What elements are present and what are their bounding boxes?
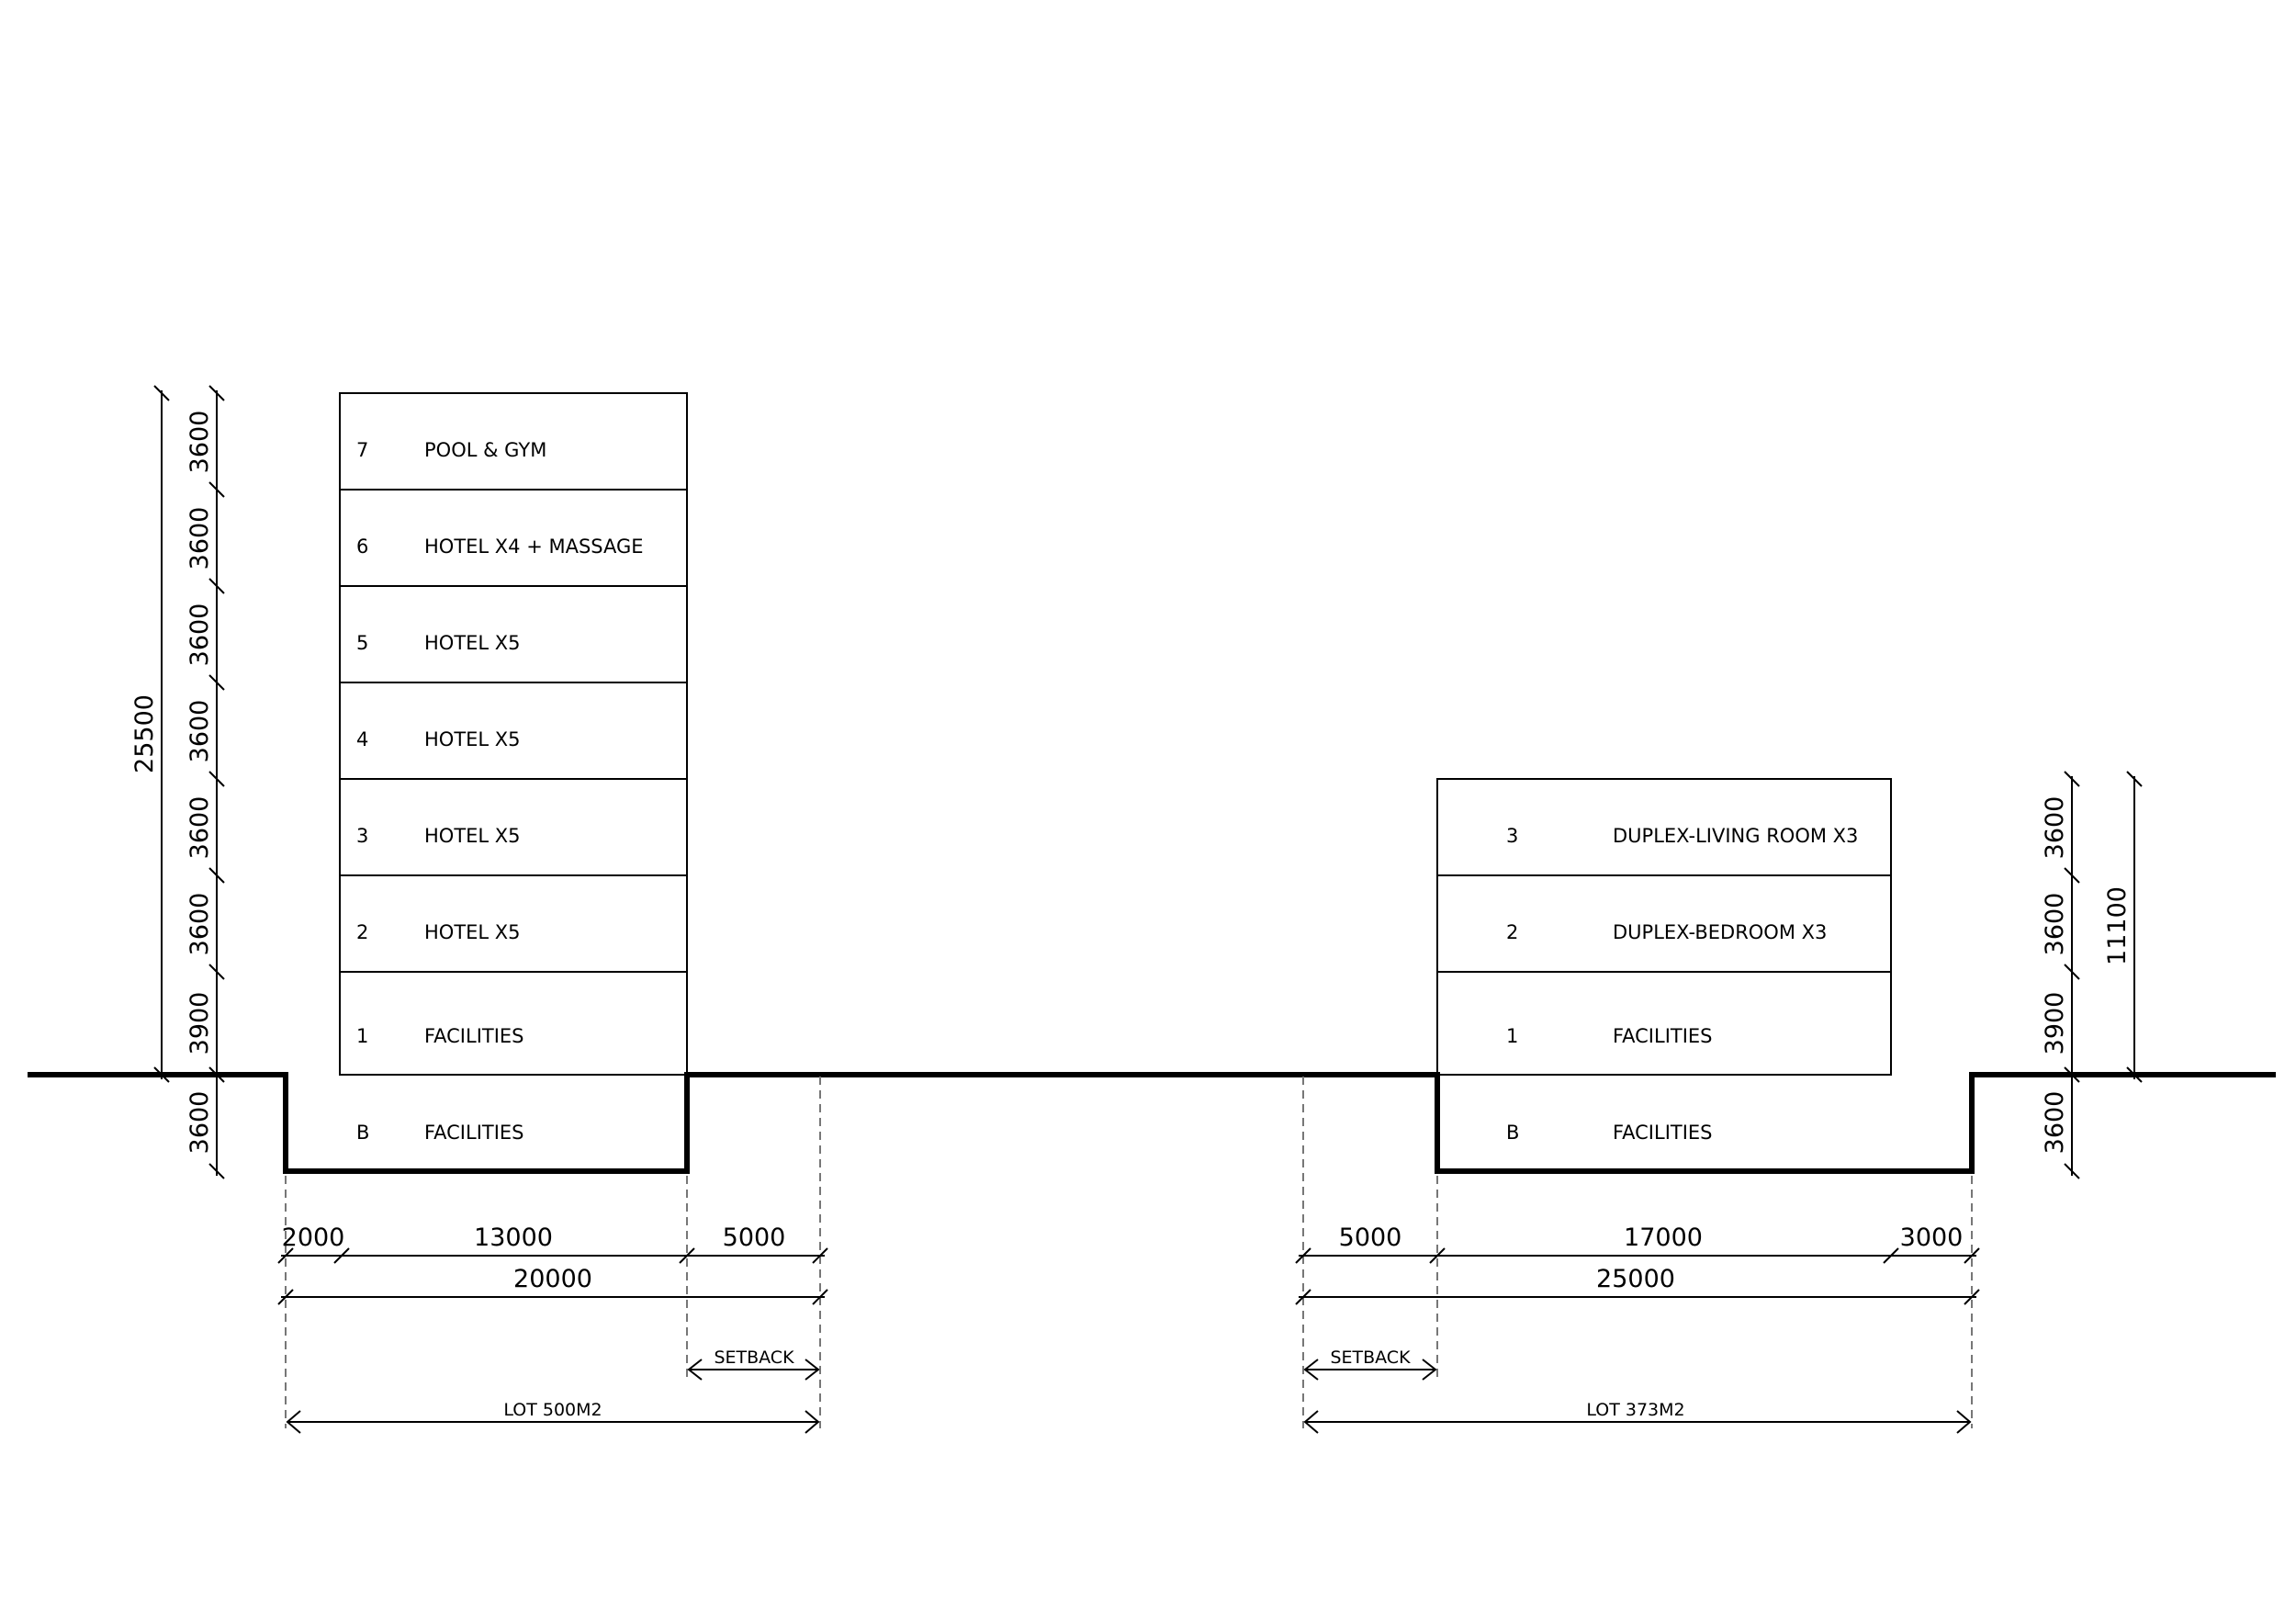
duplex-building: 3 DUPLEX-LIVING ROOM X3 2 DUPLEX-BEDROOM… [1436,778,1892,1144]
hotel-floor-label: HOTEL X5 [424,825,521,847]
duplex-floor-label: DUPLEX-LIVING ROOM X3 [1613,825,1858,847]
duplex-total-height: 11100 [2103,886,2132,965]
duplex-floor-height: 3900 [2041,992,2069,1055]
hotel-floor-height: 3600 [186,603,214,667]
duplex-floor-label: FACILITIES [1613,1025,1713,1047]
hotel-floor-height: 3600 [186,796,214,860]
hotel-floor-height: 3600 [186,700,214,763]
duplex-floor-height: 3600 [2041,893,2069,956]
hotel-floor-label: HOTEL X5 [424,728,521,750]
hotel-floor-label: FACILITIES [424,1025,524,1047]
hotel-floor-num: 5 [356,632,368,654]
duplex-width-dimensions: 5000 17000 3000 25000 SETBACK LOT 373M2 [1295,1077,1980,1434]
hotel-floor-label: FACILITIES [424,1122,524,1144]
duplex-left-width: 5000 [1339,1224,1402,1252]
duplex-floor-label: DUPLEX-BEDROOM X3 [1613,921,1827,943]
duplex-total-width: 25000 [1596,1265,1675,1293]
hotel-floor-num: 2 [356,921,368,943]
hotel-floor-height: 3600 [186,893,214,956]
duplex-floor-num: 2 [1506,921,1518,943]
hotel-floor-label: HOTEL X5 [424,632,521,654]
duplex-lot-label: LOT 373M2 [1586,1400,1684,1420]
hotel-left-width: 2000 [282,1224,345,1252]
duplex-floor-num: 3 [1506,825,1518,847]
hotel-floor-height: 3900 [186,992,214,1055]
hotel-height-dimensions: 25500 3600 3600 3600 3600 3600 3600 3900… [130,385,225,1179]
hotel-floor-height: 3600 [186,411,214,474]
duplex-floor-num: B [1506,1122,1519,1144]
hotel-total-height: 25500 [130,694,159,773]
hotel-building: 7 POOL & GYM 6 HOTEL X4 + MASSAGE 5 HOTE… [339,392,688,1144]
hotel-outline [339,392,688,1076]
duplex-outline [1436,778,1892,1076]
hotel-floor-num: 7 [356,439,368,461]
ground-line [28,1072,2276,1174]
duplex-floor-height: 3600 [2041,796,2069,860]
hotel-floor-num: 3 [356,825,368,847]
hotel-floor-num: 1 [356,1025,368,1047]
hotel-floor-height: 3600 [186,1091,214,1155]
hotel-width-dimensions: 2000 13000 5000 20000 SETBACK LOT 500M2 [277,1077,828,1434]
hotel-right-width: 5000 [723,1224,786,1252]
hotel-building-width: 13000 [474,1224,553,1252]
duplex-setback-label: SETBACK [1330,1348,1411,1368]
hotel-floor-height: 3600 [186,507,214,570]
duplex-floor-label: FACILITIES [1613,1122,1713,1144]
hotel-floor-label: HOTEL X4 + MASSAGE [424,536,644,558]
duplex-floor-height: 3600 [2041,1091,2069,1155]
hotel-floor-label: HOTEL X5 [424,921,521,943]
hotel-floor-num: 6 [356,536,368,558]
duplex-height-dimensions: 3600 3600 3900 3600 11100 [2041,771,2143,1179]
duplex-right-width: 3000 [1900,1224,1964,1252]
duplex-building-width: 17000 [1624,1224,1703,1252]
hotel-floor-num: 4 [356,728,368,750]
hotel-floor-label: POOL & GYM [424,439,546,461]
duplex-floor-num: 1 [1506,1025,1518,1047]
hotel-setback-label: SETBACK [714,1348,794,1368]
hotel-total-width: 20000 [513,1265,592,1293]
hotel-lot-label: LOT 500M2 [503,1400,602,1420]
hotel-floor-num: B [356,1122,369,1144]
